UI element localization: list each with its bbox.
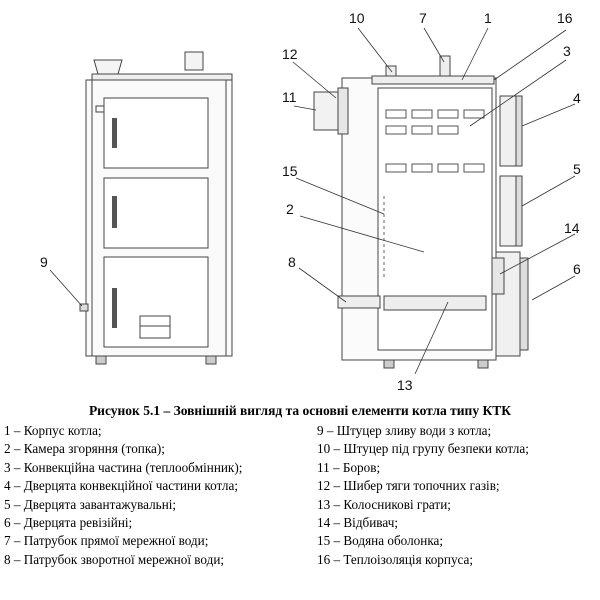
callout-8: 8 xyxy=(288,254,296,270)
front-lower-handle xyxy=(112,288,117,328)
legend-item: 4 – Дверцята конвекційної частини котла; xyxy=(4,478,239,494)
top-band xyxy=(371,75,495,85)
legend-item: 2 – Камера згоряння (топка); xyxy=(4,441,165,457)
drain-fitting xyxy=(79,303,89,312)
legend-item: 5 – Дверцята завантажувальні; xyxy=(4,496,177,512)
convection-tubes xyxy=(385,109,485,173)
front-upper-handle xyxy=(112,118,117,148)
legend-item: 9 – Штуцер зливу води з котла; xyxy=(317,423,492,438)
front-middle-handle xyxy=(112,196,117,228)
callout-4: 4 xyxy=(573,90,581,106)
front-middle-door xyxy=(103,177,209,249)
callout-6: 6 xyxy=(573,261,581,277)
side-view xyxy=(313,55,529,369)
legend-item: 6 – Дверцята ревізійні; xyxy=(4,514,133,530)
ash-box xyxy=(139,315,171,339)
legend-item: 15 – Водяна оболонка; xyxy=(317,533,444,549)
top-flow-pipe xyxy=(439,55,451,79)
front-top-cap xyxy=(91,73,233,81)
front-foot-right xyxy=(205,355,217,365)
callout-1: 1 xyxy=(484,10,492,26)
front-upper-door xyxy=(103,97,209,169)
legend-item: 8 – Патрубок зворотної мережної води; xyxy=(4,551,225,567)
front-foot-left xyxy=(95,355,107,365)
deflector xyxy=(491,257,505,295)
side-middle-door xyxy=(499,175,517,247)
front-view xyxy=(79,51,233,365)
callout-9: 9 xyxy=(40,254,48,270)
boiler-drawing: 10 7 1 16 12 3 11 4 15 5 2 14 9 8 6 13 xyxy=(40,10,581,393)
legend-item: 3 – Конвекційна частина (теплообмінник); xyxy=(4,459,243,475)
callout-3: 3 xyxy=(563,43,571,59)
inner-jacket xyxy=(377,87,493,351)
legend-right-column: 9 – Штуцер зливу води з котла; 10 – Штуц… xyxy=(317,422,529,569)
legend-item: 14 – Відбивач; xyxy=(317,514,398,530)
figure-caption: Рисунок 5.1 – Зовнішній вигляд та основн… xyxy=(88,403,512,418)
side-foot-left xyxy=(383,359,395,369)
callout-14: 14 xyxy=(564,220,580,236)
legend-item: 16 – Теплоізоляція корпуса; xyxy=(317,551,474,567)
flue-damper xyxy=(337,87,349,135)
legend-item: 11 – Боров; xyxy=(317,459,381,475)
legend-item: 7 – Патрубок прямої мережної води; xyxy=(4,533,209,549)
callout-15: 15 xyxy=(282,163,298,179)
callout-2: 2 xyxy=(286,201,294,217)
callout-12: 12 xyxy=(282,46,298,62)
legend-left-column: 1 – Корпус котла; 2 – Камера згоряння (т… xyxy=(4,422,242,569)
front-flue-pipe xyxy=(184,51,204,71)
legend-item: 1 – Корпус котла; xyxy=(4,423,102,438)
front-lower-door xyxy=(103,256,209,348)
side-upper-door xyxy=(499,95,517,167)
legend-item: 10 – Штуцер під групу безпеки котла; xyxy=(317,441,529,457)
side-foot-right xyxy=(477,359,489,369)
callout-13: 13 xyxy=(397,377,413,393)
legend-item: 13 – Колосникові грати; xyxy=(317,496,451,512)
legend-item: 12 – Шибер тяги топочних газів; xyxy=(317,478,500,494)
grate xyxy=(383,295,487,311)
leader-lines xyxy=(49,27,576,375)
return-pipe xyxy=(337,295,381,309)
callouts: 10 7 1 16 12 3 11 4 15 5 2 14 9 8 6 13 xyxy=(40,10,581,393)
callout-11: 11 xyxy=(282,89,297,105)
callout-5: 5 xyxy=(573,161,581,177)
callout-10: 10 xyxy=(349,10,365,26)
front-flue-cone xyxy=(93,59,123,75)
callout-16: 16 xyxy=(557,10,573,26)
callout-7: 7 xyxy=(419,10,427,26)
